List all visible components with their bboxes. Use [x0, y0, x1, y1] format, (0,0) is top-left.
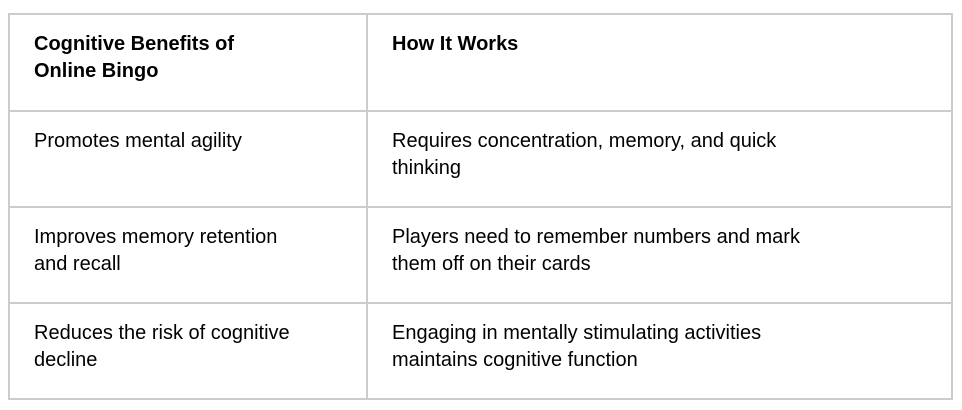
cell-benefit-2: Improves memory retention and recall	[8, 206, 368, 304]
cell-how-it-works-2: Players need to remember numbers and mar…	[366, 206, 953, 304]
table-row: Improves memory retention and recall Pla…	[8, 206, 953, 304]
table-row: Promotes mental agility Requires concent…	[8, 110, 953, 208]
benefits-table-container: Cognitive Benefits of Online Bingo How I…	[8, 13, 953, 400]
benefits-table: Cognitive Benefits of Online Bingo How I…	[8, 13, 953, 400]
table-row: Reduces the risk of cognitive decline En…	[8, 302, 953, 400]
cell-benefit-1: Promotes mental agility	[8, 110, 368, 208]
cell-how-it-works-3: Engaging in mentally stimulating activit…	[366, 302, 953, 400]
table-header-row: Cognitive Benefits of Online Bingo How I…	[8, 13, 953, 112]
header-cell-how-it-works: How It Works	[366, 13, 953, 112]
cell-how-it-works-1: Requires concentration, memory, and quic…	[366, 110, 953, 208]
cell-benefit-3: Reduces the risk of cognitive decline	[8, 302, 368, 400]
header-cell-cognitive-benefits: Cognitive Benefits of Online Bingo	[8, 13, 368, 112]
